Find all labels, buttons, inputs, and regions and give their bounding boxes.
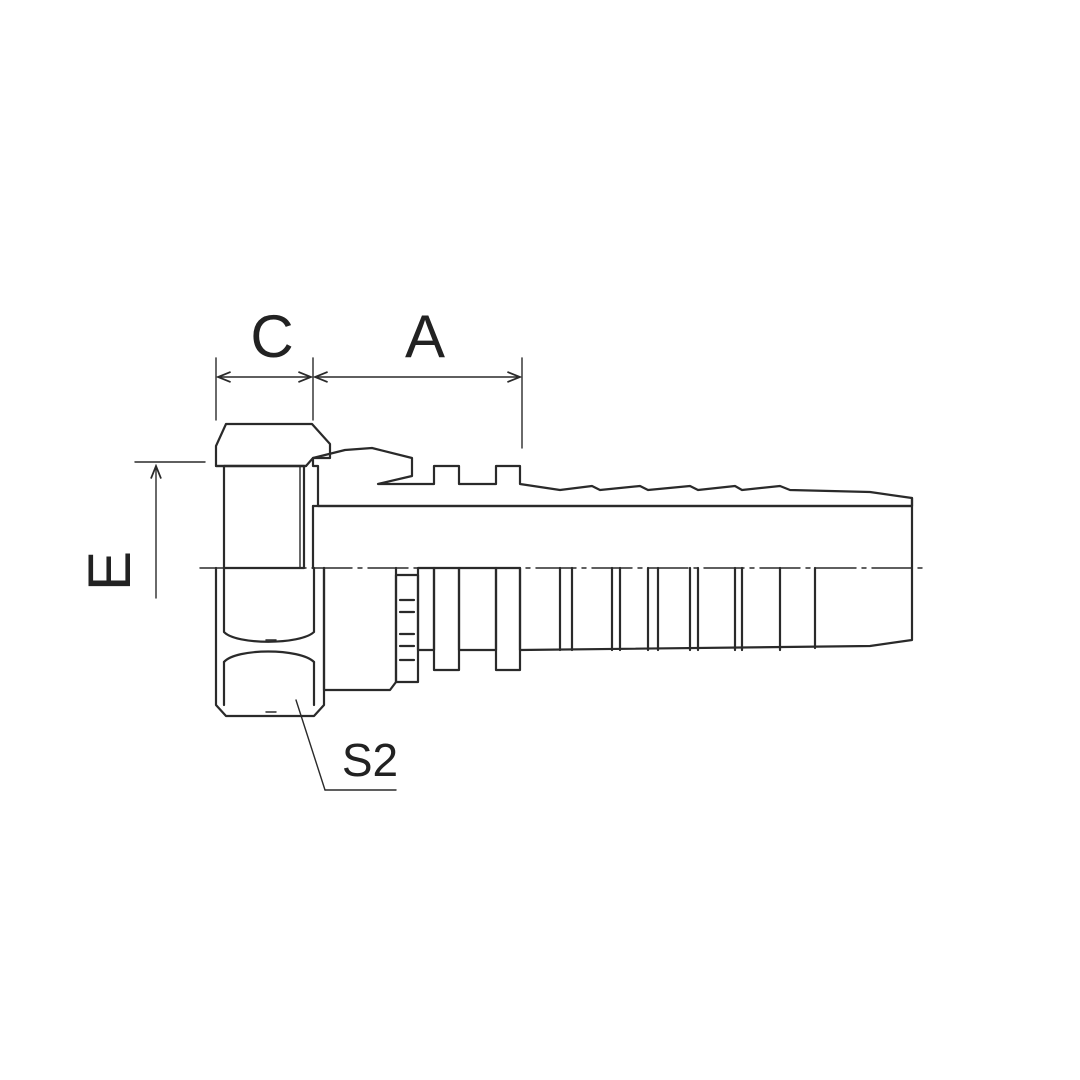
dimension-e xyxy=(134,461,206,599)
section-view xyxy=(214,422,914,570)
outside-view xyxy=(214,566,914,718)
dimension-c-a xyxy=(215,357,523,449)
dimension-a-label: A xyxy=(405,303,445,370)
s2-label: S2 xyxy=(342,734,398,786)
dimension-e-label: E xyxy=(76,551,143,591)
dimension-c-label: C xyxy=(250,303,293,370)
